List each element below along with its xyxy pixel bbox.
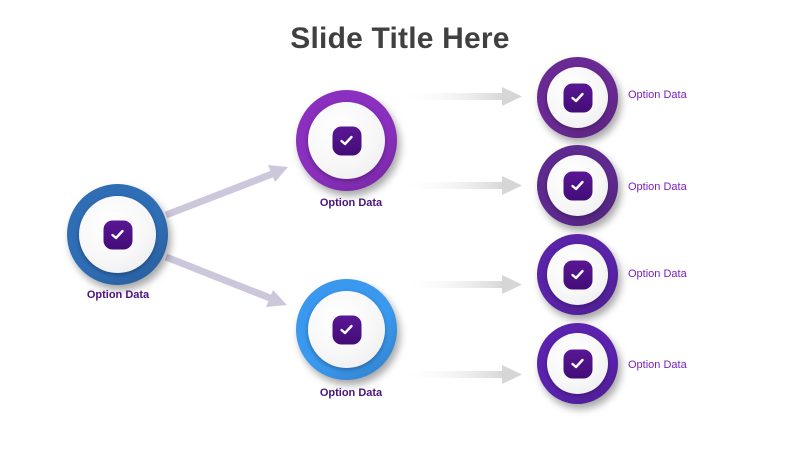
leaf-node-3 [537, 234, 618, 315]
arrow-to-leaf-3 [400, 275, 522, 294]
slide-title: Slide Title Here [290, 22, 510, 55]
arrow-root-to-top [164, 165, 288, 219]
arrow-to-leaf-4 [400, 365, 522, 384]
leaf-3-label: Option Data [628, 268, 687, 280]
branch-node-bottom [296, 279, 397, 380]
leaf-2-label: Option Data [628, 181, 687, 193]
root-node [67, 184, 168, 285]
check-square-icon [563, 171, 592, 200]
check-square-icon [563, 260, 592, 289]
check-square-icon [563, 83, 592, 112]
leaf-node-4 [537, 323, 618, 404]
arrow-to-leaf-2 [400, 176, 522, 195]
check-square-icon [563, 349, 592, 378]
branch-node-top [296, 90, 397, 191]
check-square-icon [332, 315, 361, 344]
arrow-to-leaf-1 [400, 87, 522, 106]
branch-bottom-label: Option Data [319, 387, 383, 399]
branch-top-label: Option Data [319, 197, 383, 209]
root-label: Option Data [86, 289, 150, 301]
leaf-node-1 [537, 57, 618, 138]
check-square-icon [103, 220, 132, 249]
leaf-1-label: Option Data [628, 89, 687, 101]
leaf-node-2 [537, 145, 618, 226]
leaf-4-label: Option Data [628, 359, 687, 371]
arrow-root-to-bottom [164, 253, 287, 307]
check-square-icon [332, 126, 361, 155]
